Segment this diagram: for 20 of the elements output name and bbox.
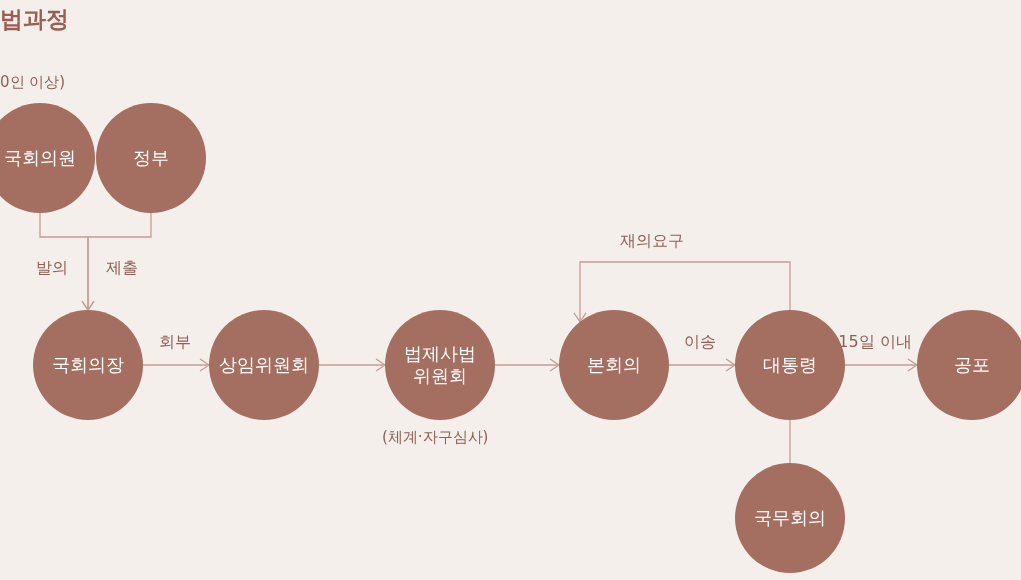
arrow [318, 358, 386, 372]
node-caption: (체계·자구심사) [382, 428, 489, 447]
node-label: 국회의원 [4, 146, 76, 170]
node-label: 법제사법 위원회 [403, 342, 477, 388]
arrow [573, 261, 791, 323]
arrow [494, 358, 560, 372]
node-caption: 0인 이상) [0, 73, 66, 92]
title: 법과정 [0, 5, 69, 34]
node-label: 본회의 [587, 353, 641, 377]
edge-label: 제출 [104, 257, 140, 279]
arrow [81, 212, 152, 311]
arrow [142, 358, 210, 372]
node-label: 공포 [954, 353, 990, 377]
arrow [844, 358, 918, 372]
node-label: 정부 [133, 146, 169, 170]
node-label: 국회의장 [52, 353, 124, 377]
node-label: 상임위원회 [219, 353, 309, 377]
arrow [668, 358, 736, 372]
node-label: 국무회의 [754, 506, 826, 530]
node-label: 대통령 [763, 353, 817, 377]
